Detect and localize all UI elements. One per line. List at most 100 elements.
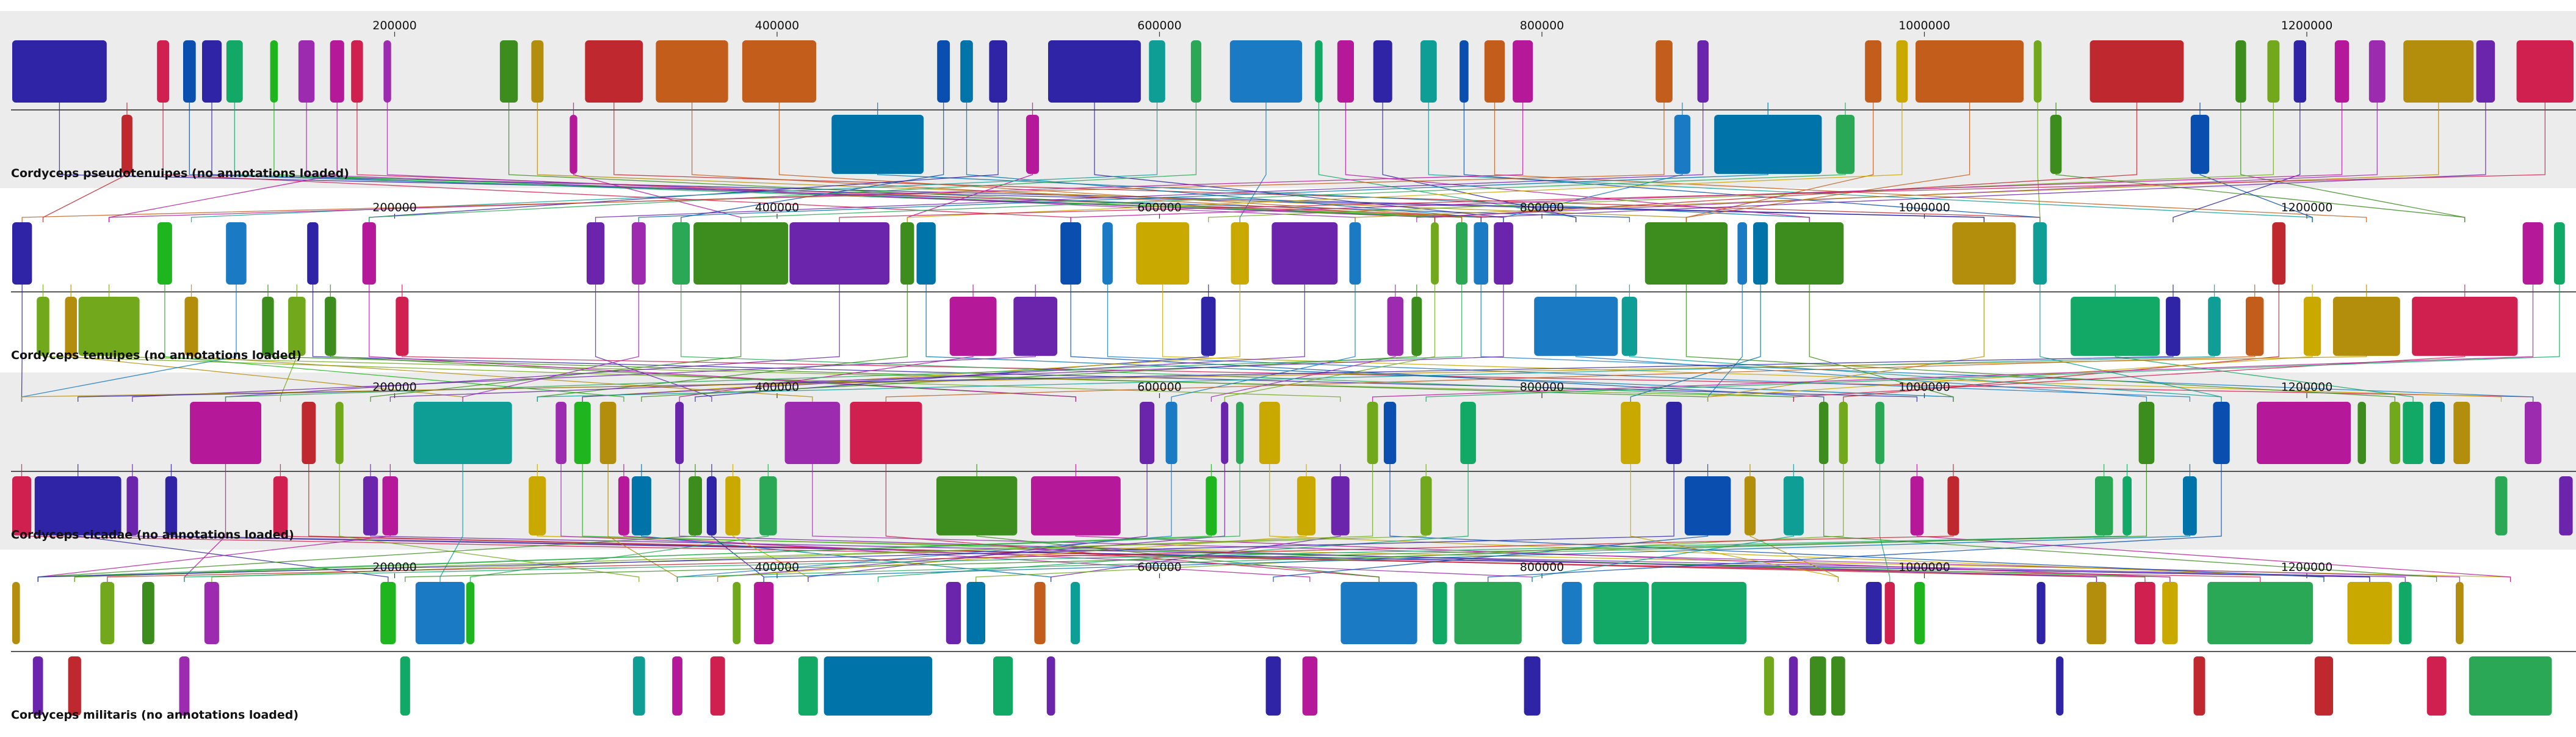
lcb-block[interactable] <box>1674 115 1691 174</box>
lcb-block[interactable] <box>555 402 566 464</box>
lcb-block[interactable] <box>1534 297 1618 356</box>
lcb-block[interactable] <box>631 222 646 285</box>
lcb-block[interactable] <box>1433 582 1447 644</box>
lcb-block[interactable] <box>570 115 577 174</box>
lcb-block[interactable] <box>1561 582 1582 644</box>
lcb-block[interactable] <box>1302 656 1318 716</box>
lcb-block[interactable] <box>2357 402 2366 464</box>
lcb-block[interactable] <box>34 476 121 536</box>
lcb-block[interactable] <box>2403 402 2423 464</box>
lcb-block[interactable] <box>949 297 997 356</box>
lcb-block[interactable] <box>2272 222 2286 285</box>
lcb-block[interactable] <box>618 476 629 536</box>
lcb-block[interactable] <box>1744 476 1756 536</box>
lcb-block[interactable] <box>1884 582 1895 644</box>
lcb-block[interactable] <box>2246 297 2264 356</box>
lcb-block[interactable] <box>574 402 591 464</box>
lcb-block[interactable] <box>2429 402 2445 464</box>
lcb-block[interactable] <box>1513 40 1533 103</box>
lcb-block[interactable] <box>466 582 475 644</box>
lcb-block[interactable] <box>12 582 20 644</box>
lcb-block[interactable] <box>585 40 643 103</box>
lcb-block[interactable] <box>850 402 922 464</box>
lcb-block[interactable] <box>190 402 261 464</box>
lcb-block[interactable] <box>383 40 391 103</box>
lcb-block[interactable] <box>396 297 409 356</box>
lcb-block[interactable] <box>288 297 306 356</box>
lcb-block[interactable] <box>65 297 78 356</box>
lcb-block[interactable] <box>1070 582 1080 644</box>
lcb-block[interactable] <box>1060 222 1082 285</box>
lcb-block[interactable] <box>725 476 740 536</box>
lcb-block[interactable] <box>531 40 544 103</box>
lcb-block[interactable] <box>2183 476 2197 536</box>
lcb-block[interactable] <box>2267 40 2280 103</box>
lcb-block[interactable] <box>1524 656 1541 716</box>
lcb-block[interactable] <box>1102 222 1113 285</box>
lcb-block[interactable] <box>1206 476 1217 536</box>
lcb-block[interactable] <box>2056 656 2064 716</box>
lcb-block[interactable] <box>1201 297 1216 356</box>
lcb-block[interactable] <box>2086 582 2107 644</box>
lcb-block[interactable] <box>599 402 617 464</box>
lcb-block[interactable] <box>1315 40 1323 103</box>
lcb-block[interactable] <box>351 40 363 103</box>
lcb-block[interactable] <box>2257 402 2351 464</box>
lcb-block[interactable] <box>672 222 690 285</box>
lcb-block[interactable] <box>946 582 961 644</box>
lcb-block[interactable] <box>273 476 288 536</box>
lcb-block[interactable] <box>966 582 986 644</box>
lcb-block[interactable] <box>1165 402 1178 464</box>
lcb-block[interactable] <box>1259 402 1280 464</box>
lcb-block[interactable] <box>1460 402 1476 464</box>
lcb-block[interactable] <box>1221 402 1229 464</box>
lcb-block[interactable] <box>2122 476 2132 536</box>
lcb-block[interactable] <box>2213 402 2230 464</box>
lcb-block[interactable] <box>675 402 684 464</box>
lcb-block[interactable] <box>1910 476 1924 536</box>
lcb-block[interactable] <box>656 40 728 103</box>
lcb-block[interactable] <box>1914 582 1925 644</box>
lcb-block[interactable] <box>937 40 950 103</box>
lcb-block[interactable] <box>632 656 645 716</box>
lcb-block[interactable] <box>1367 402 1378 464</box>
lcb-block[interactable] <box>121 115 132 174</box>
lcb-block[interactable] <box>2368 40 2386 103</box>
lcb-block[interactable] <box>733 582 741 644</box>
lcb-block[interactable] <box>2469 656 2552 716</box>
lcb-block[interactable] <box>1031 476 1121 536</box>
lcb-block[interactable] <box>142 582 154 644</box>
lcb-block[interactable] <box>1875 402 1884 464</box>
lcb-block[interactable] <box>2208 297 2221 356</box>
lcb-block[interactable] <box>2033 222 2047 285</box>
lcb-block[interactable] <box>413 402 512 464</box>
lcb-block[interactable] <box>2412 297 2518 356</box>
lcb-block[interactable] <box>1373 40 1392 103</box>
lcb-block[interactable] <box>1231 222 1249 285</box>
lcb-block[interactable] <box>2071 297 2160 356</box>
lcb-block[interactable] <box>1697 40 1709 103</box>
lcb-block[interactable] <box>706 476 717 536</box>
lcb-block[interactable] <box>529 476 546 536</box>
lcb-block[interactable] <box>1411 297 1422 356</box>
lcb-block[interactable] <box>1046 656 1055 716</box>
lcb-block[interactable] <box>1349 222 1361 285</box>
lcb-block[interactable] <box>100 582 115 644</box>
lcb-block[interactable] <box>789 222 890 285</box>
lcb-block[interactable] <box>784 402 841 464</box>
lcb-block[interactable] <box>1190 40 1201 103</box>
lcb-block[interactable] <box>1818 402 1829 464</box>
lcb-block[interactable] <box>2403 40 2474 103</box>
lcb-block[interactable] <box>2135 582 2155 644</box>
lcb-block[interactable] <box>1621 297 1637 356</box>
lcb-block[interactable] <box>1651 582 1747 644</box>
lcb-block[interactable] <box>2050 115 2062 174</box>
lcb-block[interactable] <box>1420 40 1437 103</box>
lcb-block[interactable] <box>1896 40 1908 103</box>
lcb-block[interactable] <box>2190 115 2210 174</box>
lcb-block[interactable] <box>270 40 278 103</box>
lcb-block[interactable] <box>1454 582 1522 644</box>
lcb-block[interactable] <box>759 476 777 536</box>
lcb-block[interactable] <box>1337 40 1354 103</box>
lcb-block[interactable] <box>2235 40 2246 103</box>
